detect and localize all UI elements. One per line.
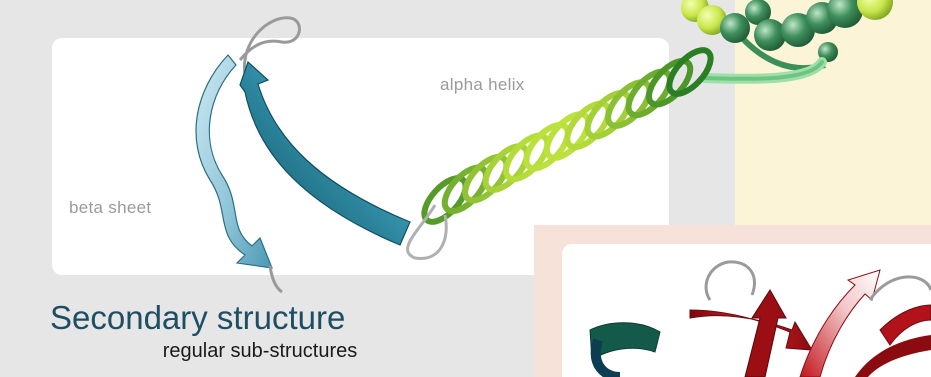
alpha-helix-label: alpha helix [440,75,525,95]
beta-sheet-arrows-icon [196,18,410,292]
secondary-structure-subtitle: regular sub-structures [50,341,470,361]
beta-sheet-label: beta sheet [69,198,151,218]
secondary-structure-title: Secondary structure [50,301,470,334]
tertiary-fold-ribbon-icon [590,262,931,377]
